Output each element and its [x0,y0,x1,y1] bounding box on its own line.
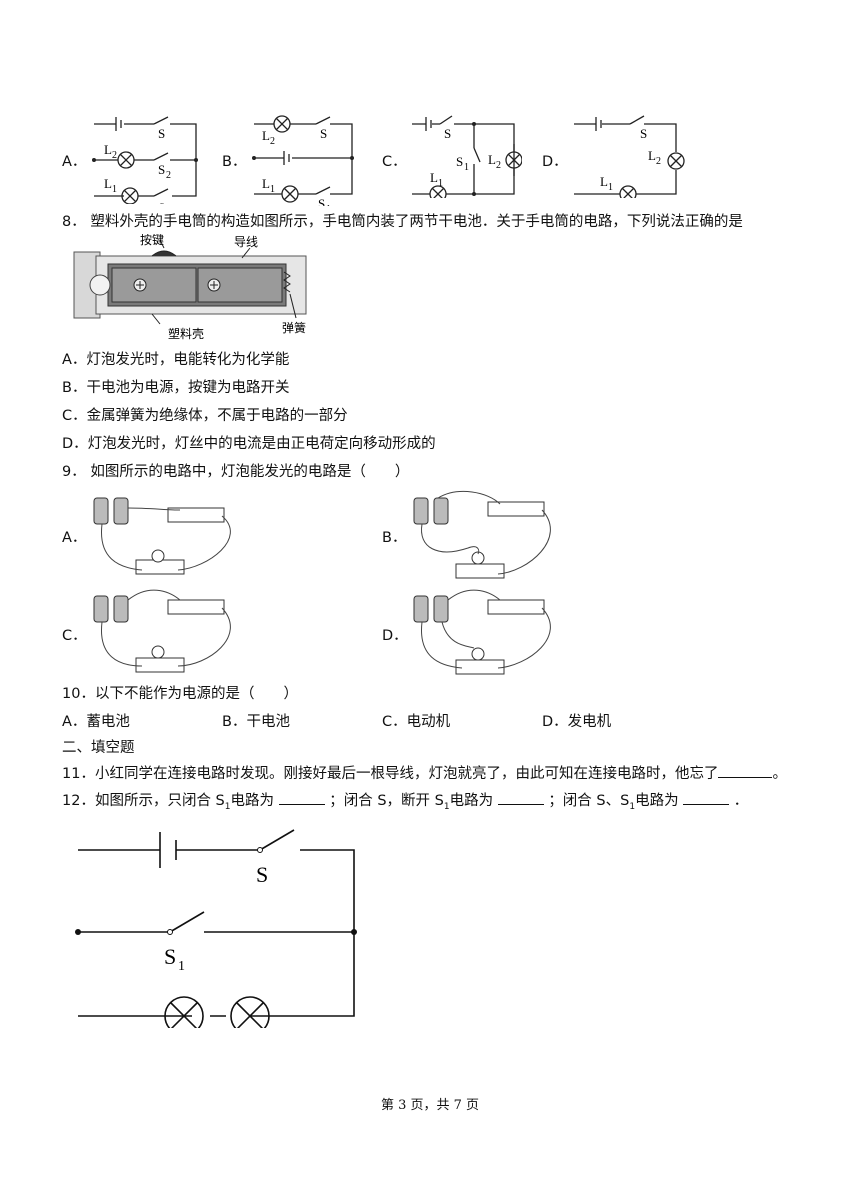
q7-option-b-label: B． [222,154,247,170]
figure-label-spring: 弹簧 [282,320,306,335]
q8-option-b: B．干电池为电源，按键为电路开关 [62,380,290,396]
q7-circuit-b: L2 S L1 S1 [252,115,354,206]
label-sub: 2 [496,160,501,171]
label-sub: 2 [112,150,117,161]
label-sub: 2 [166,170,171,181]
label-sub: 1 [464,162,469,173]
q12-sub: 1 [224,801,231,812]
switch-s-label: S [256,862,268,887]
label-sub: 2 [270,136,275,147]
label-sub: 1 [270,184,275,195]
label-l2: L [648,148,656,163]
q7-circuit-a: S L2 S2 L1 S1 [92,116,198,204]
q7-option-d-label: D． [542,154,568,170]
figure-label-shell: 塑料壳 [168,326,204,340]
q10-option-b: B．干电池 [222,714,290,730]
q7-option-a-label: A． [62,154,87,170]
label-s: S [158,126,165,141]
flashlight-figure: 按键 导线 塑料壳 弹簧 [73,234,307,340]
label-l1: L [104,176,112,191]
figure-label-button: 按键 [140,234,164,247]
q11-stem: 11．小红同学在连接电路时发现。刚接好最后一根导线，灯泡就亮了，由此可知在连接电… [62,766,719,782]
q9-option-a-label: A． [62,530,87,546]
q9-circuit-c [93,589,231,673]
label-l1: L [430,170,438,185]
switch-s1-sub: 1 [178,959,185,974]
q9-option-d-label: D． [382,628,408,644]
q9-circuit-b [413,491,551,579]
q8-stem: 8． 塑料外壳的手电筒的构造如图所示，手电筒内装了两节干电池．关于手电筒的电路，… [62,214,743,230]
label-s: S [640,126,647,141]
q12-circuit: S S 1 [75,829,357,1028]
q10-option-a: A．蓄电池 [62,714,130,730]
q9-option-c-label: C． [62,628,87,644]
q12-blank-1[interactable] [278,804,325,805]
label-sub: 1 [112,184,117,195]
label-l1: L [262,176,270,191]
label-l2: L [104,142,112,157]
q12-part: ． [733,793,749,809]
label-s: S [320,126,327,141]
q10-option-c: C．电动机 [382,714,451,730]
q7-option-c-label: C． [382,154,407,170]
q12-part: 电路为 [635,793,679,809]
page-footer: 第 3 页，共 7 页 [380,1098,480,1113]
q12-part: 电路为 [230,793,275,809]
q12-part: 12．如图所示，只闭合 S [62,793,225,809]
q12-part: ；闭合 S、S [548,793,630,809]
label-sub: 1 [438,178,443,189]
q11-end: 。 [772,766,787,782]
q12-sub: 1 [629,801,636,812]
q12-part: ；闭合 S，断开 S [329,793,444,809]
q12-blank-2[interactable] [497,804,544,805]
label-l2: L [262,128,270,143]
q9-circuit-a [93,497,231,575]
q9-circuit-d [413,589,551,675]
label-s2: S [158,162,165,177]
label-l2: L [488,152,496,167]
q10-stem: 10．以下不能作为电源的是（ ） [62,686,298,702]
figure-label-wire: 导线 [234,235,258,249]
q8-option-d: D．灯泡发光时，灯丝中的电流是由正电荷定向移动形成的 [62,436,436,452]
label-s1: S [456,154,463,169]
q12-part: 电路为 [449,793,494,809]
q9-option-b-label: B． [382,530,407,546]
q11-blank[interactable] [718,777,773,778]
q8-option-c: C．金属弹簧为绝缘体，不属于电路的一部分 [62,408,348,424]
label-sub: 1 [608,182,613,193]
section-title: 二、填空题 [62,740,135,756]
q12-text: 12．如图所示，只闭合 S1电路为 ；闭合 S，断开 S1电路为 ；闭合 S、S… [62,791,748,817]
q8-option-a: A．灯泡发光时，电能转化为化学能 [62,352,290,368]
label-l1: L [600,174,608,189]
q11-text: 11．小红同学在连接电路时发现。刚接好最后一根导线，灯泡就亮了，由此可知在连接电… [62,764,787,784]
q10-option-d: D．发电机 [542,714,612,730]
switch-s1-label: S [164,944,176,969]
label-sub: 1 [326,204,331,206]
label-sub: 2 [656,156,661,167]
q12-blank-3[interactable] [683,804,730,805]
q12-sub: 1 [443,801,450,812]
q9-stem: 9． 如图所示的电路中，灯泡能发光的电路是（ ） [62,464,410,480]
label-s: S [444,126,451,141]
label-s1: S [158,200,165,204]
label-s1: S [318,196,325,206]
